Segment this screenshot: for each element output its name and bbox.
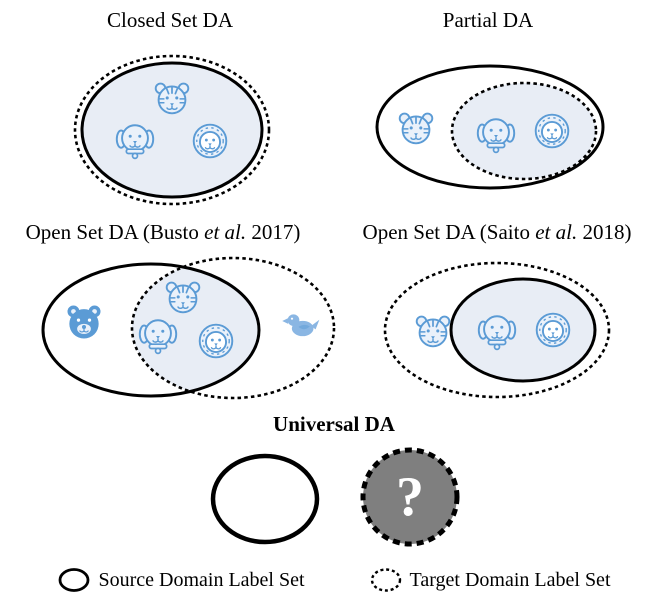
closed-set-target-ellipse [73,54,271,206]
open-set-saito-title-pre: Open Set DA (Saito [362,220,536,244]
lion-icon [535,312,571,348]
unknown-class-mark: ? [396,466,424,528]
lion-icon [198,323,234,359]
legend-source-item: Source Domain Label Set [57,567,305,593]
legend-target-item: Target Domain Label Set [369,567,611,593]
lion-icon [534,113,570,149]
bear-icon [66,304,102,340]
closed-set-source-ellipse [80,61,264,199]
open-set-busto-title: Open Set DA (Busto et al. 2017) [3,220,323,245]
lion-icon [192,123,228,159]
legend-source-label: Source Domain Label Set [98,568,305,591]
universal-da-title: Universal DA [273,412,395,436]
open-set-saito-title-post: 2018) [577,220,632,244]
partial-target-ellipse [450,81,598,181]
legend: Source Domain Label Set Target Domain La… [0,562,668,598]
partial-da-title: Partial DA [442,8,534,32]
open-set-saito-title: Open Set DA (Saito et al. 2018) [337,220,657,245]
busto-target-ellipse [130,256,336,400]
busto-source-ellipse [41,262,261,398]
closed-set-da-title: Closed Set DA [107,8,233,32]
open-set-busto-title-pre: Open Set DA (Busto [25,220,205,244]
open-set-busto-title-etal: et al. [204,220,247,244]
target-ellipse-swatch [370,568,401,592]
open-set-saito-title-etal: et al. [535,220,578,244]
legend-target-label: Target Domain Label Set [409,568,611,591]
universal-target-circle [360,447,460,547]
bird-icon [282,314,320,337]
universal-source-ellipse [210,453,320,545]
source-ellipse-swatch [59,568,90,592]
open-set-busto-title-post: 2017) [246,220,301,244]
saito-source-ellipse [449,277,597,383]
